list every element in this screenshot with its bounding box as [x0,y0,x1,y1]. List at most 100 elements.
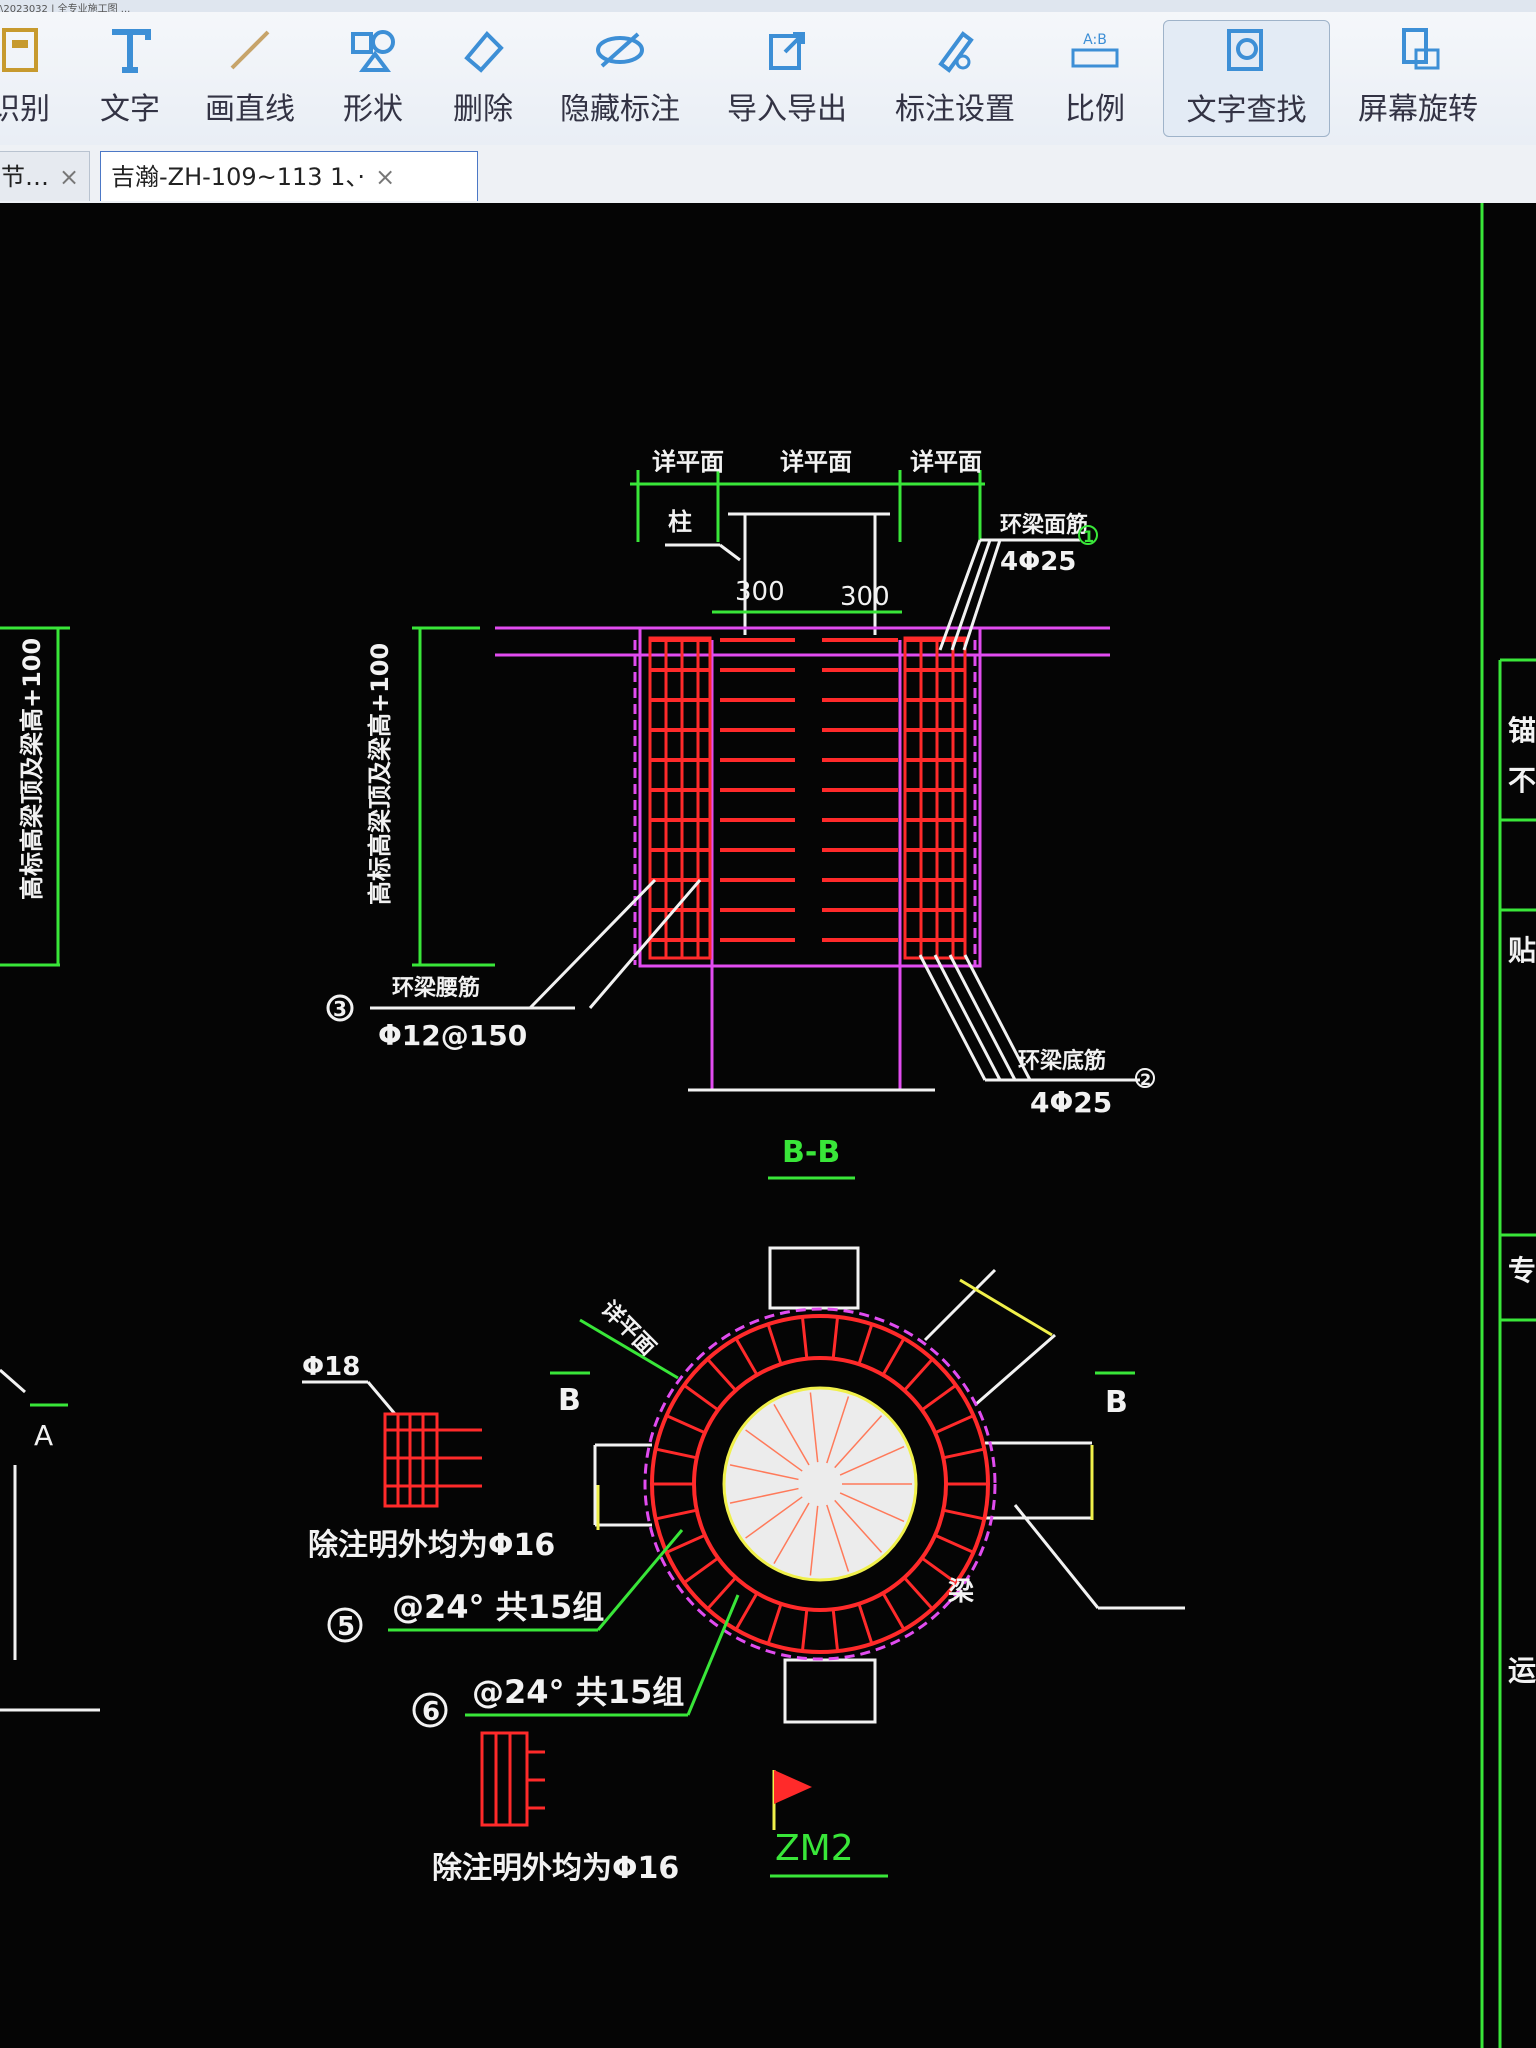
title-block-char: 专 [1508,1254,1536,1287]
column-plan [722,1386,918,1582]
column-ray [826,1396,850,1464]
section-mark-a: A [34,1419,53,1452]
column-rays [729,1392,912,1576]
radial-bar [800,1609,809,1652]
close-icon[interactable]: × [375,163,396,191]
radial-bar [665,1414,706,1435]
shape-icon [351,30,395,72]
section-title-b-b: B-B [782,1135,840,1170]
column-ray [773,1403,810,1466]
radial-bar [942,1447,985,1460]
slab-lines [495,626,1110,1090]
text-icon [112,29,151,73]
tab-previous-document[interactable]: 节…× [0,151,90,201]
top-rebar-label: 环梁面筋 [1000,512,1088,538]
radial-bar [857,1323,874,1365]
toolbar-text-search-button[interactable]: 文字查找 [1163,20,1330,137]
column-ray [773,1502,810,1565]
column-ray [834,1415,883,1469]
radial-bar [665,1533,706,1554]
eraser-icon [464,31,504,73]
bottom-rebar-spec: 4Φ25 [1030,1086,1112,1119]
column-ray [834,1499,883,1553]
stirrup-number: 3 [333,997,347,1021]
detail-note-2: 除注明外均为Φ16 [432,1851,679,1886]
radial-bar [734,1592,759,1631]
title-block-char: 锚 [1508,714,1536,747]
column-ray [826,1504,850,1572]
section-mark-b-left: B [558,1383,581,1418]
radial-bar [766,1603,783,1645]
column-outline [665,512,890,635]
window-path: \2023032 | 全专业施工图 ... [0,0,1536,12]
radial-bar [942,1508,985,1521]
close-icon[interactable]: × [59,163,80,191]
radial-bar [706,1576,737,1610]
column-ray [745,1429,803,1472]
recognize-icon [2,28,38,72]
stirrup-spec: Φ12@150 [378,1019,527,1052]
detail-rebar-2 [480,1731,545,1827]
radial-bar [655,1508,698,1521]
flag-icon [772,1770,812,1830]
ring-beam-rebar [648,636,967,960]
radial-bar [800,1316,809,1359]
column-ray [809,1505,819,1576]
top-dim-label: 详平面 [780,448,852,476]
radial-bar [881,1337,906,1376]
text-search-icon [1226,29,1263,71]
document-tab-bar: 节…× 吉瀚-ZH-109~113 1、·× [0,145,1536,204]
radial-bar [857,1603,874,1645]
bottom-rebar-number: 2 [1140,1070,1151,1089]
top-dim-label: 详平面 [652,448,724,476]
column-ray [839,1445,905,1476]
toolbar-hide-annotation-button[interactable]: 隐藏标注 [555,20,685,135]
radial-bar [734,1337,759,1376]
toolbar-shape-button[interactable]: 形状 [338,20,408,135]
radial-bar [921,1384,957,1412]
toolbar-import-export-button[interactable]: 导入导出 [722,20,852,135]
toolbar-rotate-screen-button[interactable]: 屏幕旋转 [1353,20,1483,135]
title-block-char: 贴 [1508,934,1536,967]
detail-rebar-1 [383,1412,482,1508]
radial-bar [706,1358,737,1392]
radial-bar [903,1576,934,1610]
toolbar-annotation-settings-button[interactable]: 标注设置 [890,20,1020,135]
item-5-number: 5 [337,1612,355,1642]
tab-current-document[interactable]: 吉瀚-ZH-109~113 1、·× [100,151,478,201]
toolbar-draw-line-button[interactable]: 画直线 [200,20,300,135]
left-vertical-dimension: 高标高梁顶及梁高+100 [18,638,46,900]
radial-bar [655,1447,698,1460]
column-ray [745,1496,803,1539]
drawing-canvas[interactable]: 锚 不 贴 专 运 高标高梁顶及梁高+100 A 详平面 详平面 详平面 柱 [0,203,1536,2048]
column-label: 柱 [668,508,692,536]
radial-bar [934,1414,975,1435]
column-ray [729,1464,799,1481]
toolbar-text-button[interactable]: 文字 [95,20,165,135]
radial-bar [683,1384,719,1412]
item-6-number: 6 [422,1697,440,1727]
dimension-300-right: 300 [840,582,890,612]
rotate-screen-icon [1402,28,1440,70]
radial-bar [881,1592,906,1631]
anchor-bars [650,638,965,942]
title-block-char: 不 [1508,764,1536,797]
column-ray [809,1392,819,1463]
title-block-char: 运 [1508,1654,1536,1687]
detail-note-1: 除注明外均为Φ16 [308,1528,555,1563]
radial-bar [921,1556,957,1584]
item-5-spec: @24° 共15组 [392,1588,604,1626]
vertical-dimension: 高标高梁顶及梁高+100 [366,643,394,905]
dimension-300-left: 300 [735,577,785,607]
radial-bars [652,1316,988,1652]
bottom-rebar-label: 环梁底筋 [1018,1048,1106,1074]
toolbar-recognize-button[interactable]: 识别 [0,20,60,135]
radial-bar [934,1533,975,1554]
beam-outlines [593,1246,1185,1724]
top-dimension-line [630,470,985,542]
toolbar-delete-button[interactable]: 删除 [448,20,518,135]
detail-diameter: Φ18 [302,1352,360,1382]
hide-annotation-icon [596,32,644,68]
toolbar: \2023032 | 全专业施工图 ... 识别 文字 画直线 形状 删除 隐藏… [0,0,1536,146]
toolbar-scale-button[interactable]: A:B 比例 [1060,20,1130,135]
